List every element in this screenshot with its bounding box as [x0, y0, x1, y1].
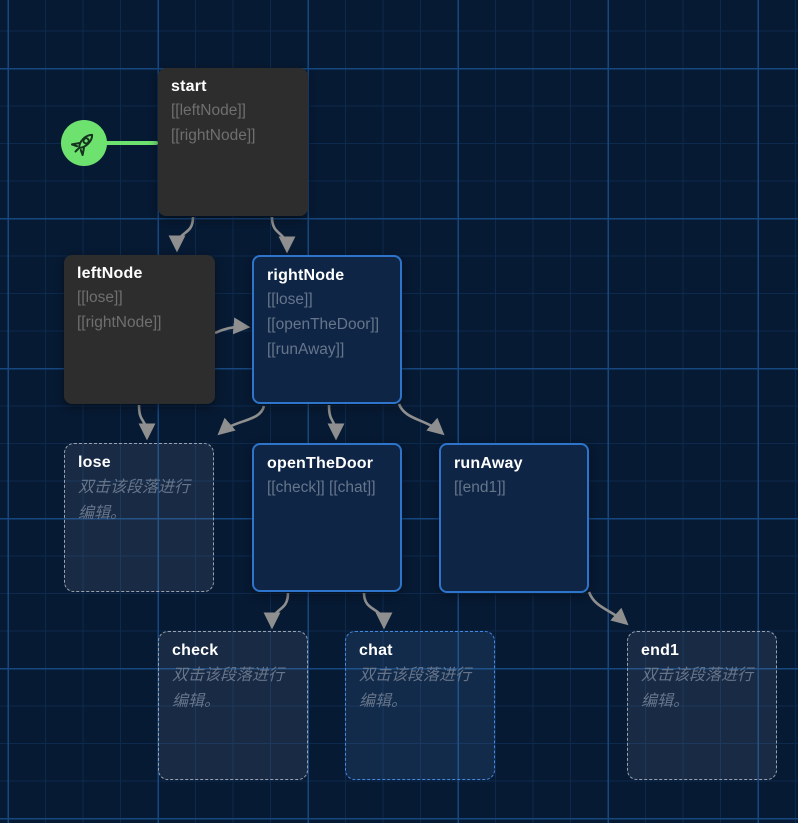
passage-links: [[check]] [[chat]] — [267, 479, 376, 496]
passage-node-end1[interactable]: end1 双击该段落进行编辑。 — [627, 631, 777, 780]
passage-title: openTheDoor — [267, 455, 374, 472]
passage-title: rightNode — [267, 267, 345, 284]
passage-title: end1 — [641, 642, 680, 659]
passage-title: chat — [359, 642, 393, 659]
passage-links: [[leftNode]] [[rightNode]] — [171, 102, 256, 144]
passage-node-openTheDoor[interactable]: openTheDoor [[check]] [[chat]] — [252, 443, 402, 592]
passage-title: lose — [78, 454, 111, 471]
passage-title: start — [171, 78, 207, 95]
passage-node-check[interactable]: check 双击该段落进行编辑。 — [158, 631, 308, 780]
passage-node-rightNode[interactable]: rightNode [[lose]] [[openTheDoor]] [[runA… — [252, 255, 402, 404]
passage-placeholder: 双击该段落进行编辑。 — [172, 667, 285, 710]
start-marker — [61, 120, 107, 166]
passage-title: runAway — [454, 455, 523, 472]
passage-node-runAway[interactable]: runAway [[end1]] — [439, 443, 589, 593]
passage-title: leftNode — [77, 265, 143, 282]
passage-node-lose[interactable]: lose 双击该段落进行编辑。 — [64, 443, 214, 592]
passage-placeholder: 双击该段落进行编辑。 — [641, 667, 754, 710]
passage-node-chat[interactable]: chat 双击该段落进行编辑。 — [345, 631, 495, 780]
passage-links: [[end1]] — [454, 479, 506, 496]
passage-node-start[interactable]: start [[leftNode]] [[rightNode]] — [158, 68, 308, 216]
passage-placeholder: 双击该段落进行编辑。 — [359, 667, 472, 710]
rocket-icon — [70, 133, 94, 157]
start-connector-line — [100, 141, 158, 145]
passage-placeholder: 双击该段落进行编辑。 — [78, 479, 191, 522]
passage-links: [[lose]] [[rightNode]] — [77, 289, 162, 331]
passage-node-leftNode[interactable]: leftNode [[lose]] [[rightNode]] — [64, 255, 215, 404]
passage-links: [[lose]] [[openTheDoor]] [[runAway]] — [267, 291, 380, 358]
passage-title: check — [172, 642, 219, 659]
